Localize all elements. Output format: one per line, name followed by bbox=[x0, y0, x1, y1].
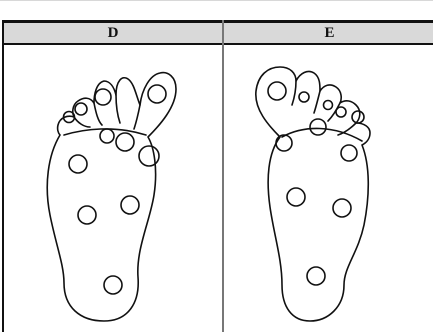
test-site-circle bbox=[121, 196, 139, 214]
table-header-row: D E bbox=[2, 20, 433, 45]
left-foot-outline bbox=[4, 45, 222, 332]
test-site-circle bbox=[139, 146, 159, 166]
test-site-circle bbox=[100, 129, 114, 143]
test-site-circle bbox=[116, 133, 134, 151]
test-site-circle bbox=[336, 107, 346, 117]
toe-line bbox=[116, 95, 120, 123]
test-site-circle bbox=[310, 119, 326, 135]
test-site-circle bbox=[69, 155, 87, 173]
test-site-circle bbox=[324, 101, 333, 110]
foot-diagram-e bbox=[224, 45, 433, 332]
sole-outline bbox=[47, 73, 176, 321]
toe-line bbox=[74, 117, 90, 127]
toe-line bbox=[314, 91, 320, 113]
right-foot-outline bbox=[224, 45, 433, 332]
test-site-circle bbox=[148, 85, 166, 103]
foot-diagram-d bbox=[4, 45, 222, 332]
toe-line bbox=[94, 103, 102, 125]
test-site-circle bbox=[287, 188, 305, 206]
test-site-circle bbox=[78, 206, 96, 224]
toe-line bbox=[292, 81, 296, 105]
test-site-circle bbox=[276, 135, 292, 151]
test-site-circle bbox=[341, 145, 357, 161]
test-site-circle bbox=[268, 82, 286, 100]
test-site-circle bbox=[95, 89, 111, 105]
test-site-circle bbox=[333, 199, 351, 217]
column-header-d: D bbox=[2, 23, 224, 43]
test-site-circle bbox=[75, 103, 87, 115]
test-site-circle bbox=[299, 92, 309, 102]
sole-outline bbox=[256, 67, 370, 321]
column-header-e: E bbox=[226, 23, 433, 43]
toe-line bbox=[134, 105, 140, 129]
toe-line bbox=[328, 103, 340, 121]
test-site-circle bbox=[307, 267, 325, 285]
test-site-circle bbox=[104, 276, 122, 294]
